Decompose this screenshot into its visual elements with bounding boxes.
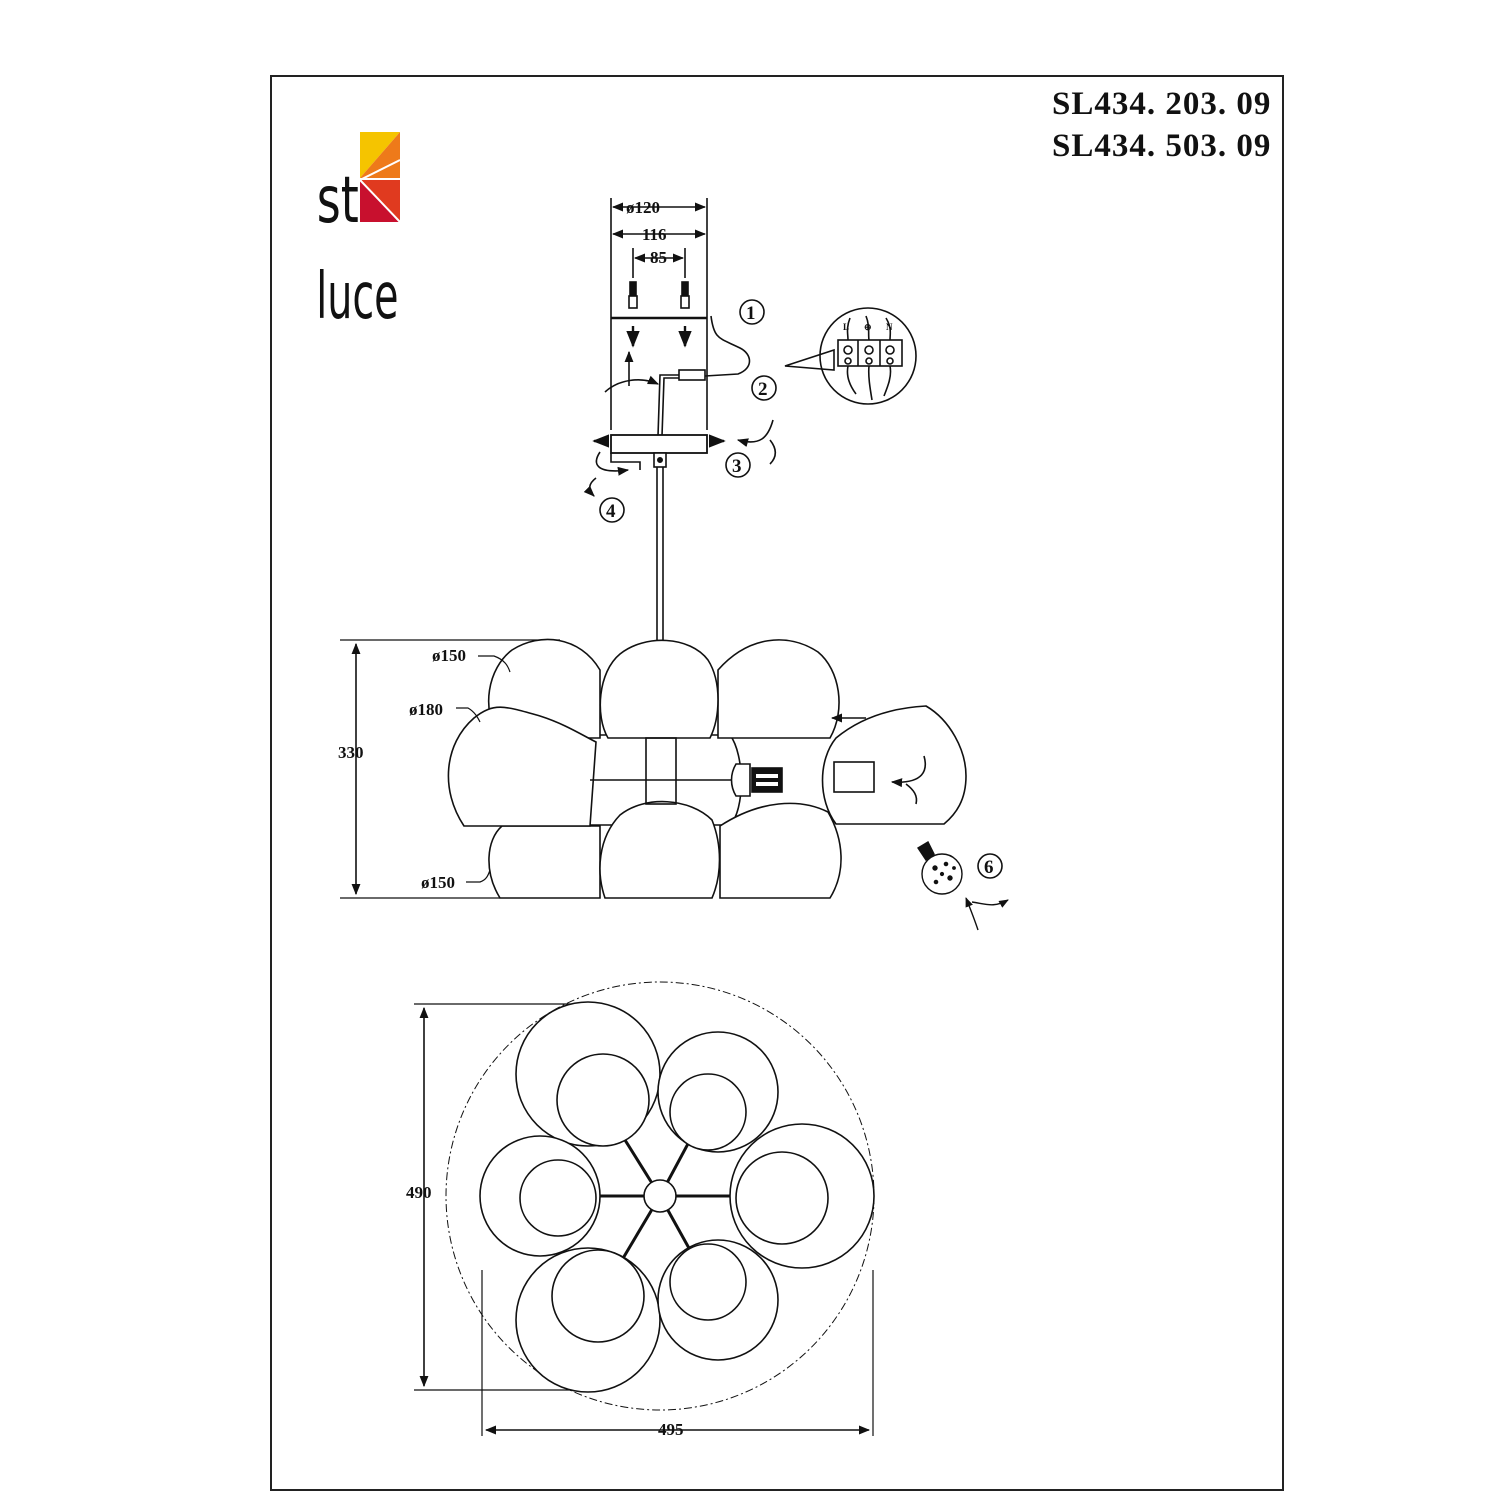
top-view	[414, 981, 875, 1436]
model-number-2: SL434. 503. 09	[1052, 128, 1272, 164]
brand-text-luce: luce	[316, 259, 398, 334]
shade-bottom-right	[719, 802, 842, 899]
bulb-icon	[917, 841, 1009, 931]
model-number-1: SL434. 203. 09	[1052, 86, 1272, 122]
dim-top-height: 490	[406, 1183, 432, 1202]
svg-text:2: 2	[758, 379, 768, 400]
step-marker-6: 6	[977, 853, 1003, 879]
dim-middle-shade: ø180	[409, 700, 443, 719]
dim-mount-holes: 85	[650, 248, 667, 267]
step-marker-4: 4	[599, 497, 625, 523]
svg-text:6: 6	[984, 857, 994, 878]
svg-text:4: 4	[606, 501, 616, 522]
mounting-detail	[583, 198, 835, 640]
shade-top-center	[599, 639, 719, 739]
brand-text-st: st	[317, 163, 359, 238]
logo-orange-triangle	[360, 132, 400, 178]
dim-top-shade: ø150	[432, 646, 466, 665]
shade-fitting-detail	[821, 705, 967, 825]
dim-mount-outer: ø120	[626, 198, 660, 217]
dim-mount-inner: 116	[642, 225, 667, 244]
side-view	[340, 638, 842, 899]
terminal-block-detail	[819, 307, 917, 405]
step-marker-3: 3	[725, 452, 751, 478]
terminal-label-live: L	[843, 322, 849, 332]
svg-text:1: 1	[746, 303, 756, 324]
dim-bottom-shade: ø150	[421, 873, 455, 892]
step-marker-1: 1	[739, 299, 765, 325]
sheet-frame	[270, 75, 1284, 1491]
svg-text:3: 3	[732, 456, 742, 477]
step-marker-2: 2	[751, 375, 777, 401]
terminal-label-neutral: N	[886, 322, 893, 332]
brand-logo: st luce	[316, 132, 401, 334]
shade-bottom-left	[488, 825, 601, 899]
dim-top-width: 495	[658, 1420, 684, 1439]
dim-total-height: 330	[338, 743, 364, 762]
shade-bottom-center	[599, 800, 721, 899]
shade-middle-left	[447, 706, 597, 827]
shade-top-right	[717, 639, 840, 739]
terminal-label-earth: ⊕	[864, 322, 872, 332]
